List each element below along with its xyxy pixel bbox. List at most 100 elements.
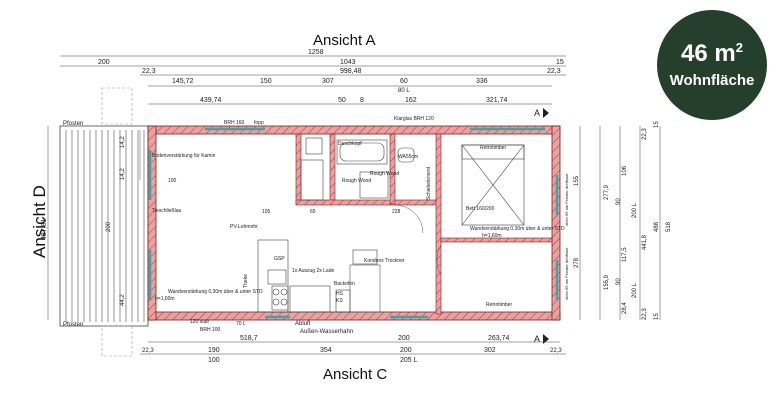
label-rough-wood-2: Rough Wood bbox=[370, 171, 399, 177]
label-stair: 120 stair bbox=[190, 319, 210, 325]
label-theke: Theke bbox=[243, 274, 249, 288]
dim-bottom-1b: 200 bbox=[398, 335, 410, 342]
dim-top-4c: 8 bbox=[360, 97, 364, 104]
dim-right-c4b: 441,8 bbox=[642, 234, 648, 250]
area-value: 46 m2 bbox=[657, 40, 767, 68]
label-window-right-bot: oben 95 am Fenster dreifeuer bbox=[564, 247, 569, 300]
label-70l: 70 L bbox=[236, 321, 246, 327]
dim-top-1a: 200 bbox=[98, 59, 110, 66]
dim-top-2a: 22,3 bbox=[142, 68, 156, 75]
label-wash: WA55cm bbox=[398, 154, 418, 160]
windows bbox=[148, 127, 559, 319]
section-marker-bottom: A bbox=[534, 334, 540, 344]
dim-right-c6: 518 bbox=[666, 221, 672, 232]
label-window-right-top: oben 95 am Fenster dreifeuer bbox=[564, 173, 569, 226]
label-pv: PV-Lehmohr bbox=[230, 224, 258, 230]
dim-top-2b: 998,48 bbox=[340, 68, 362, 75]
dim-overall: 1258 bbox=[308, 49, 324, 56]
area-number: 46 m bbox=[681, 40, 736, 67]
dim-left-142b: 14,2 bbox=[120, 168, 126, 180]
terrace-post-top: Pfosten bbox=[63, 121, 83, 127]
label-abluft: Abluft bbox=[295, 321, 311, 327]
label-fopp: fopp bbox=[254, 120, 264, 126]
dim-bottom-1c: 263,74 bbox=[488, 335, 510, 342]
dim-left-442: 44,2 bbox=[120, 294, 126, 306]
dim-bottom-2c: 354 bbox=[320, 347, 332, 354]
dim-top-2c: 22,3 bbox=[547, 68, 561, 75]
dim-top-1c: 15 bbox=[556, 59, 564, 66]
dim-left-200: 200 bbox=[106, 221, 112, 232]
section-arrow-bottom bbox=[543, 334, 549, 344]
dim-top-4d: 162 bbox=[405, 97, 417, 104]
label-wasserhahn: Außen-Wasserhahn bbox=[300, 329, 353, 335]
section-marker-top: A bbox=[534, 108, 540, 118]
dim-top-1b: 1043 bbox=[340, 59, 356, 66]
dim-right-c2c: 117,5 bbox=[622, 247, 628, 262]
dim-bottom-2e: 302 bbox=[484, 347, 496, 354]
dim-right-c3c: 90 bbox=[616, 278, 622, 285]
label-oven: Backofen bbox=[334, 281, 355, 287]
dim-right-c4a: 22,3 bbox=[642, 128, 648, 140]
dim-top-4b: 50 bbox=[338, 97, 346, 104]
label-bed: Bett 160/200 bbox=[466, 206, 495, 212]
view-title-ansicht-d: Ansicht D bbox=[30, 185, 49, 258]
dim-top-3c: 307 bbox=[322, 78, 334, 85]
doors bbox=[139, 130, 442, 276]
label-105: 105 bbox=[262, 209, 271, 215]
section-arrow-top bbox=[543, 108, 549, 118]
label-gsp: GSP bbox=[274, 256, 285, 262]
area-subtitle: Wohnfläche bbox=[669, 72, 755, 89]
dim-top-4a: 439,74 bbox=[200, 97, 222, 104]
dim-bottom-3a: 100 bbox=[208, 357, 220, 364]
terrace-post-bottom: Pfosten bbox=[63, 322, 83, 328]
dim-top-3d: 60 bbox=[400, 78, 408, 85]
label-100: 100 bbox=[168, 178, 177, 184]
label-hinge: Tieschließlau bbox=[152, 208, 181, 214]
dim-bottom-2a: 22,3 bbox=[142, 348, 154, 354]
label-kondens: Kondens Trockner bbox=[364, 258, 405, 264]
label-rough-wood: Rough Wood bbox=[342, 178, 371, 184]
bathroom bbox=[300, 137, 415, 201]
dim-right-c3a: 90 bbox=[616, 198, 622, 205]
label-228: 228 bbox=[392, 209, 401, 215]
label-retrotimber-top: Retrotimber bbox=[480, 145, 506, 151]
dim-right-c1c: 106 bbox=[622, 165, 628, 176]
terrace: Pfosten Pfosten bbox=[59, 87, 149, 357]
dim-left-142a: 14,2 bbox=[120, 136, 126, 148]
label-kamin: Bodenverstärkung für Kamin bbox=[152, 153, 216, 159]
dim-left-total: 487,81 bbox=[41, 218, 48, 240]
view-title-ansicht-a: Ansicht A bbox=[313, 32, 376, 49]
label-h160b: h=1,60m bbox=[482, 233, 502, 239]
kitchen bbox=[257, 239, 378, 313]
view-title-ansicht-c: Ansicht C bbox=[323, 366, 388, 383]
dim-top-3b: 150 bbox=[260, 78, 272, 85]
dim-bottom-1a: 518,7 bbox=[240, 335, 258, 342]
dim-right-c5c: 15 bbox=[654, 313, 660, 320]
dim-bottom-3b: 205 L bbox=[400, 357, 418, 364]
label-brh100: BRH 100 bbox=[200, 327, 221, 333]
dim-right-c3b: 200 L bbox=[632, 202, 638, 218]
bedroom bbox=[461, 144, 525, 226]
dim-bottom-2f: 22,3 bbox=[550, 348, 562, 354]
label-shower: Duschkopf bbox=[338, 141, 362, 147]
label-65: 65 bbox=[310, 209, 316, 215]
label-wall-reinf-right: Wandverstärkung 0,30m über & unter STD bbox=[470, 226, 565, 232]
label-shelf: Schiebelement bbox=[426, 166, 432, 200]
dim-right-c5b: 488 bbox=[654, 221, 660, 232]
dim-right-c2a: 277,9 bbox=[604, 184, 610, 200]
dim-right-c2d: 28,4 bbox=[622, 302, 628, 314]
walls bbox=[147, 125, 561, 321]
area-badge: 46 m2 Wohnfläche bbox=[657, 10, 767, 120]
dim-right-c5a: 15 bbox=[654, 121, 660, 128]
label-h160: h=1,60m bbox=[155, 296, 175, 302]
dim-top-3sub: 80 L bbox=[398, 88, 410, 94]
dim-right-c2b: 155,9 bbox=[604, 274, 610, 290]
dim-right-c1a: 155 bbox=[574, 175, 580, 186]
dim-right-c4c: 22,3 bbox=[642, 308, 648, 320]
dim-top-3a: 145,72 bbox=[172, 78, 194, 85]
label-brh160: BRH 160 bbox=[224, 120, 245, 126]
dim-right-c1b: 278 bbox=[574, 257, 580, 268]
dim-bottom-2b: 190 bbox=[208, 347, 220, 354]
label-wall-reinf: Wandverstärkung 0,30m über & unter STD bbox=[168, 289, 263, 295]
